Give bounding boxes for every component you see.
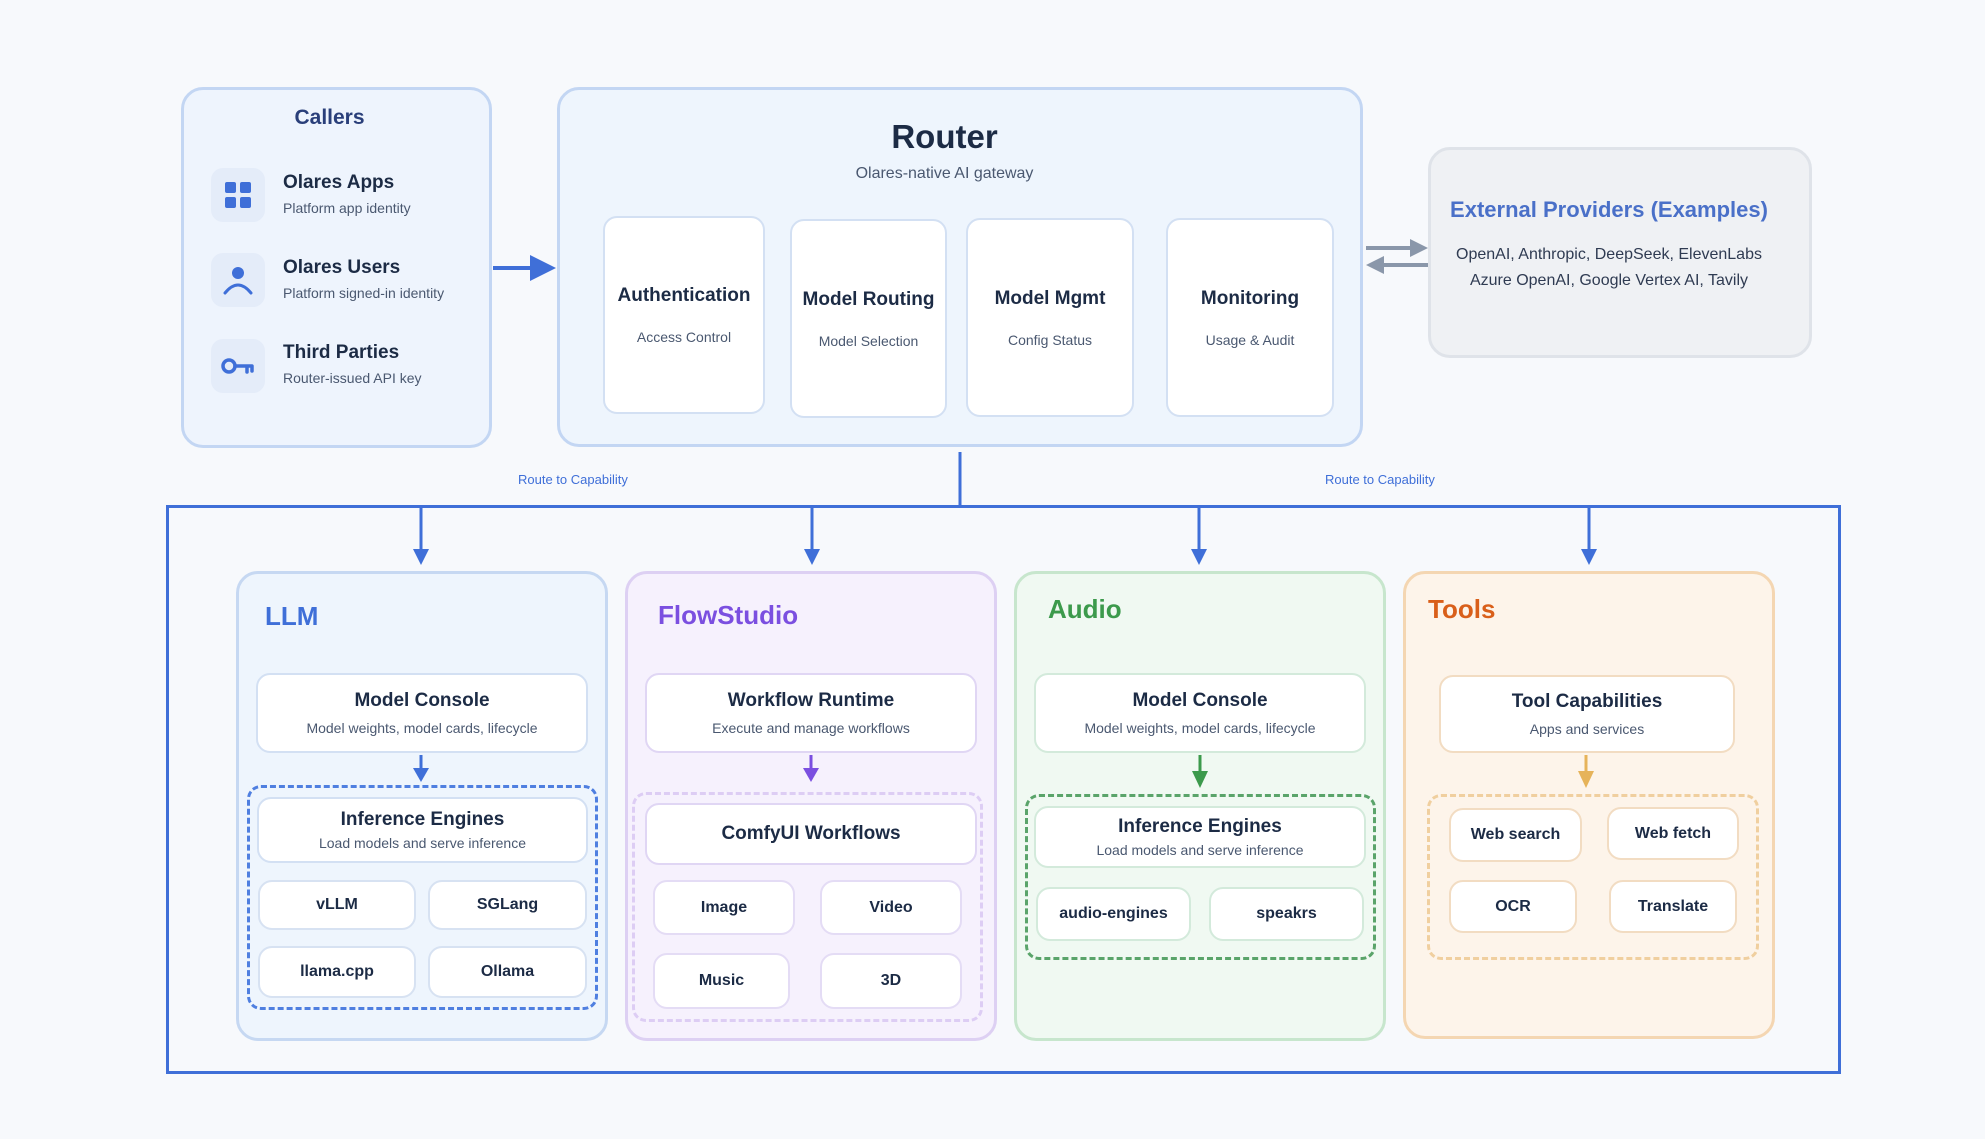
callers-to-router-arrowhead — [530, 255, 556, 281]
card-title: Model Console — [1132, 690, 1268, 711]
router-to-external-arrowhead — [1410, 239, 1428, 257]
route-label-right: Route to Capability — [1325, 472, 1435, 487]
audio-chip-audio-engines: audio-engines — [1036, 887, 1191, 941]
audio-chip-speakrs: speakrs — [1209, 887, 1364, 941]
card-sub: Load models and serve inference — [318, 835, 527, 851]
card-sub: Model weights, model cards, lifecycle — [306, 720, 538, 736]
audio-model-console: Model Console Model weights, model cards… — [1034, 673, 1366, 753]
caller-olares-users-name: Olares Users — [283, 257, 401, 278]
llm-chip-llamacpp: llama.cpp — [258, 946, 416, 998]
key-icon — [211, 339, 265, 393]
card-sub: Execute and manage workflows — [712, 720, 910, 736]
caller-olares-users-desc: Platform signed-in identity — [283, 285, 445, 301]
card-title: Model Console — [354, 690, 490, 711]
router-module-model-routing: Model Routing Model Selection — [790, 219, 947, 418]
flowstudio-chip-3d: 3D — [820, 953, 962, 1009]
llm-chip-sglang: SGLang — [428, 880, 587, 930]
llm-chip-vllm: vLLM — [258, 880, 416, 930]
capabilities-container — [166, 505, 1841, 1074]
card-sub: Apps and services — [1529, 721, 1645, 737]
tools-chip-web-search: Web search — [1449, 808, 1582, 862]
router-title: Router — [891, 118, 998, 155]
tools-panel — [1403, 571, 1775, 1039]
tools-chip-web-fetch: Web fetch — [1607, 807, 1739, 860]
tools-tool-capabilities: Tool Capabilities Apps and services — [1439, 675, 1735, 753]
flowstudio-chip-music: Music — [653, 953, 790, 1009]
card-title: Inference Engines — [340, 809, 505, 830]
card-sub: Model weights, model cards, lifecycle — [1084, 720, 1316, 736]
module-title: Monitoring — [1200, 287, 1300, 309]
external-to-router-arrowhead — [1366, 256, 1384, 274]
tools-chip-translate: Translate — [1609, 880, 1737, 933]
module-title: Model Mgmt — [994, 287, 1106, 309]
module-title: Authentication — [617, 285, 751, 306]
card-title: Workflow Runtime — [727, 690, 895, 711]
audio-inference-engines: Inference Engines Load models and serve … — [1034, 806, 1366, 868]
tools-title: Tools — [1428, 594, 1496, 624]
router-module-monitoring: Monitoring Usage & Audit — [1166, 218, 1334, 417]
caller-olares-apps-name: Olares Apps — [283, 172, 395, 193]
module-sub: Access Control — [636, 329, 732, 345]
flowstudio-chip-video: Video — [820, 880, 962, 935]
flowstudio-workflows-group — [632, 792, 983, 1022]
audio-inference-group — [1025, 794, 1376, 960]
router-subtitle: Olares-native AI gateway — [855, 165, 1034, 182]
tools-chip-ocr: OCR — [1449, 880, 1577, 933]
external-providers-line2: Azure OpenAI, Google Vertex AI, Tavily — [1469, 272, 1749, 289]
callers-title: Callers — [294, 106, 365, 129]
card-title: Inference Engines — [1118, 816, 1282, 837]
module-sub: Model Selection — [818, 332, 919, 349]
caller-third-parties-desc: Router-issued API key — [283, 370, 422, 386]
llm-inference-group — [247, 785, 598, 1010]
flowstudio-chip-image: Image — [653, 880, 795, 935]
llm-chip-ollama: Ollama — [428, 946, 587, 998]
tools-chips-group — [1427, 794, 1759, 960]
router-module-authentication: Authentication Access Control — [603, 216, 765, 414]
flowstudio-title: FlowStudio — [658, 600, 799, 630]
module-title: Model Routing — [802, 288, 935, 310]
card-title: ComfyUI Workflows — [721, 823, 901, 844]
card-title: Tool Capabilities — [1511, 691, 1663, 712]
caller-olares-apps-desc: Platform app identity — [283, 200, 411, 216]
llm-title: LLM — [265, 601, 319, 631]
audio-title: Audio — [1048, 594, 1122, 624]
external-providers-panel — [1428, 147, 1812, 358]
caller-third-parties-name: Third Parties — [283, 342, 400, 363]
card-sub: Load models and serve inference — [1096, 842, 1304, 858]
route-label-left: Route to Capability — [518, 472, 628, 487]
external-providers-title: External Providers (Examples) — [1450, 197, 1768, 222]
user-icon — [211, 253, 265, 307]
llm-model-console: Model Console Model weights, model cards… — [256, 673, 588, 753]
router-module-model-mgmt: Model Mgmt Config Status — [966, 218, 1134, 417]
flowstudio-comfyui-workflows: ComfyUI Workflows — [645, 803, 977, 865]
flowstudio-workflow-runtime: Workflow Runtime Execute and manage work… — [645, 673, 977, 753]
module-sub: Config Status — [1007, 331, 1093, 348]
llm-inference-engines: Inference Engines Load models and serve … — [257, 797, 588, 863]
external-providers-line1: OpenAI, Anthropic, DeepSeek, ElevenLabs — [1456, 246, 1762, 263]
apps-grid-icon — [211, 168, 265, 222]
module-sub: Usage & Audit — [1205, 331, 1295, 348]
